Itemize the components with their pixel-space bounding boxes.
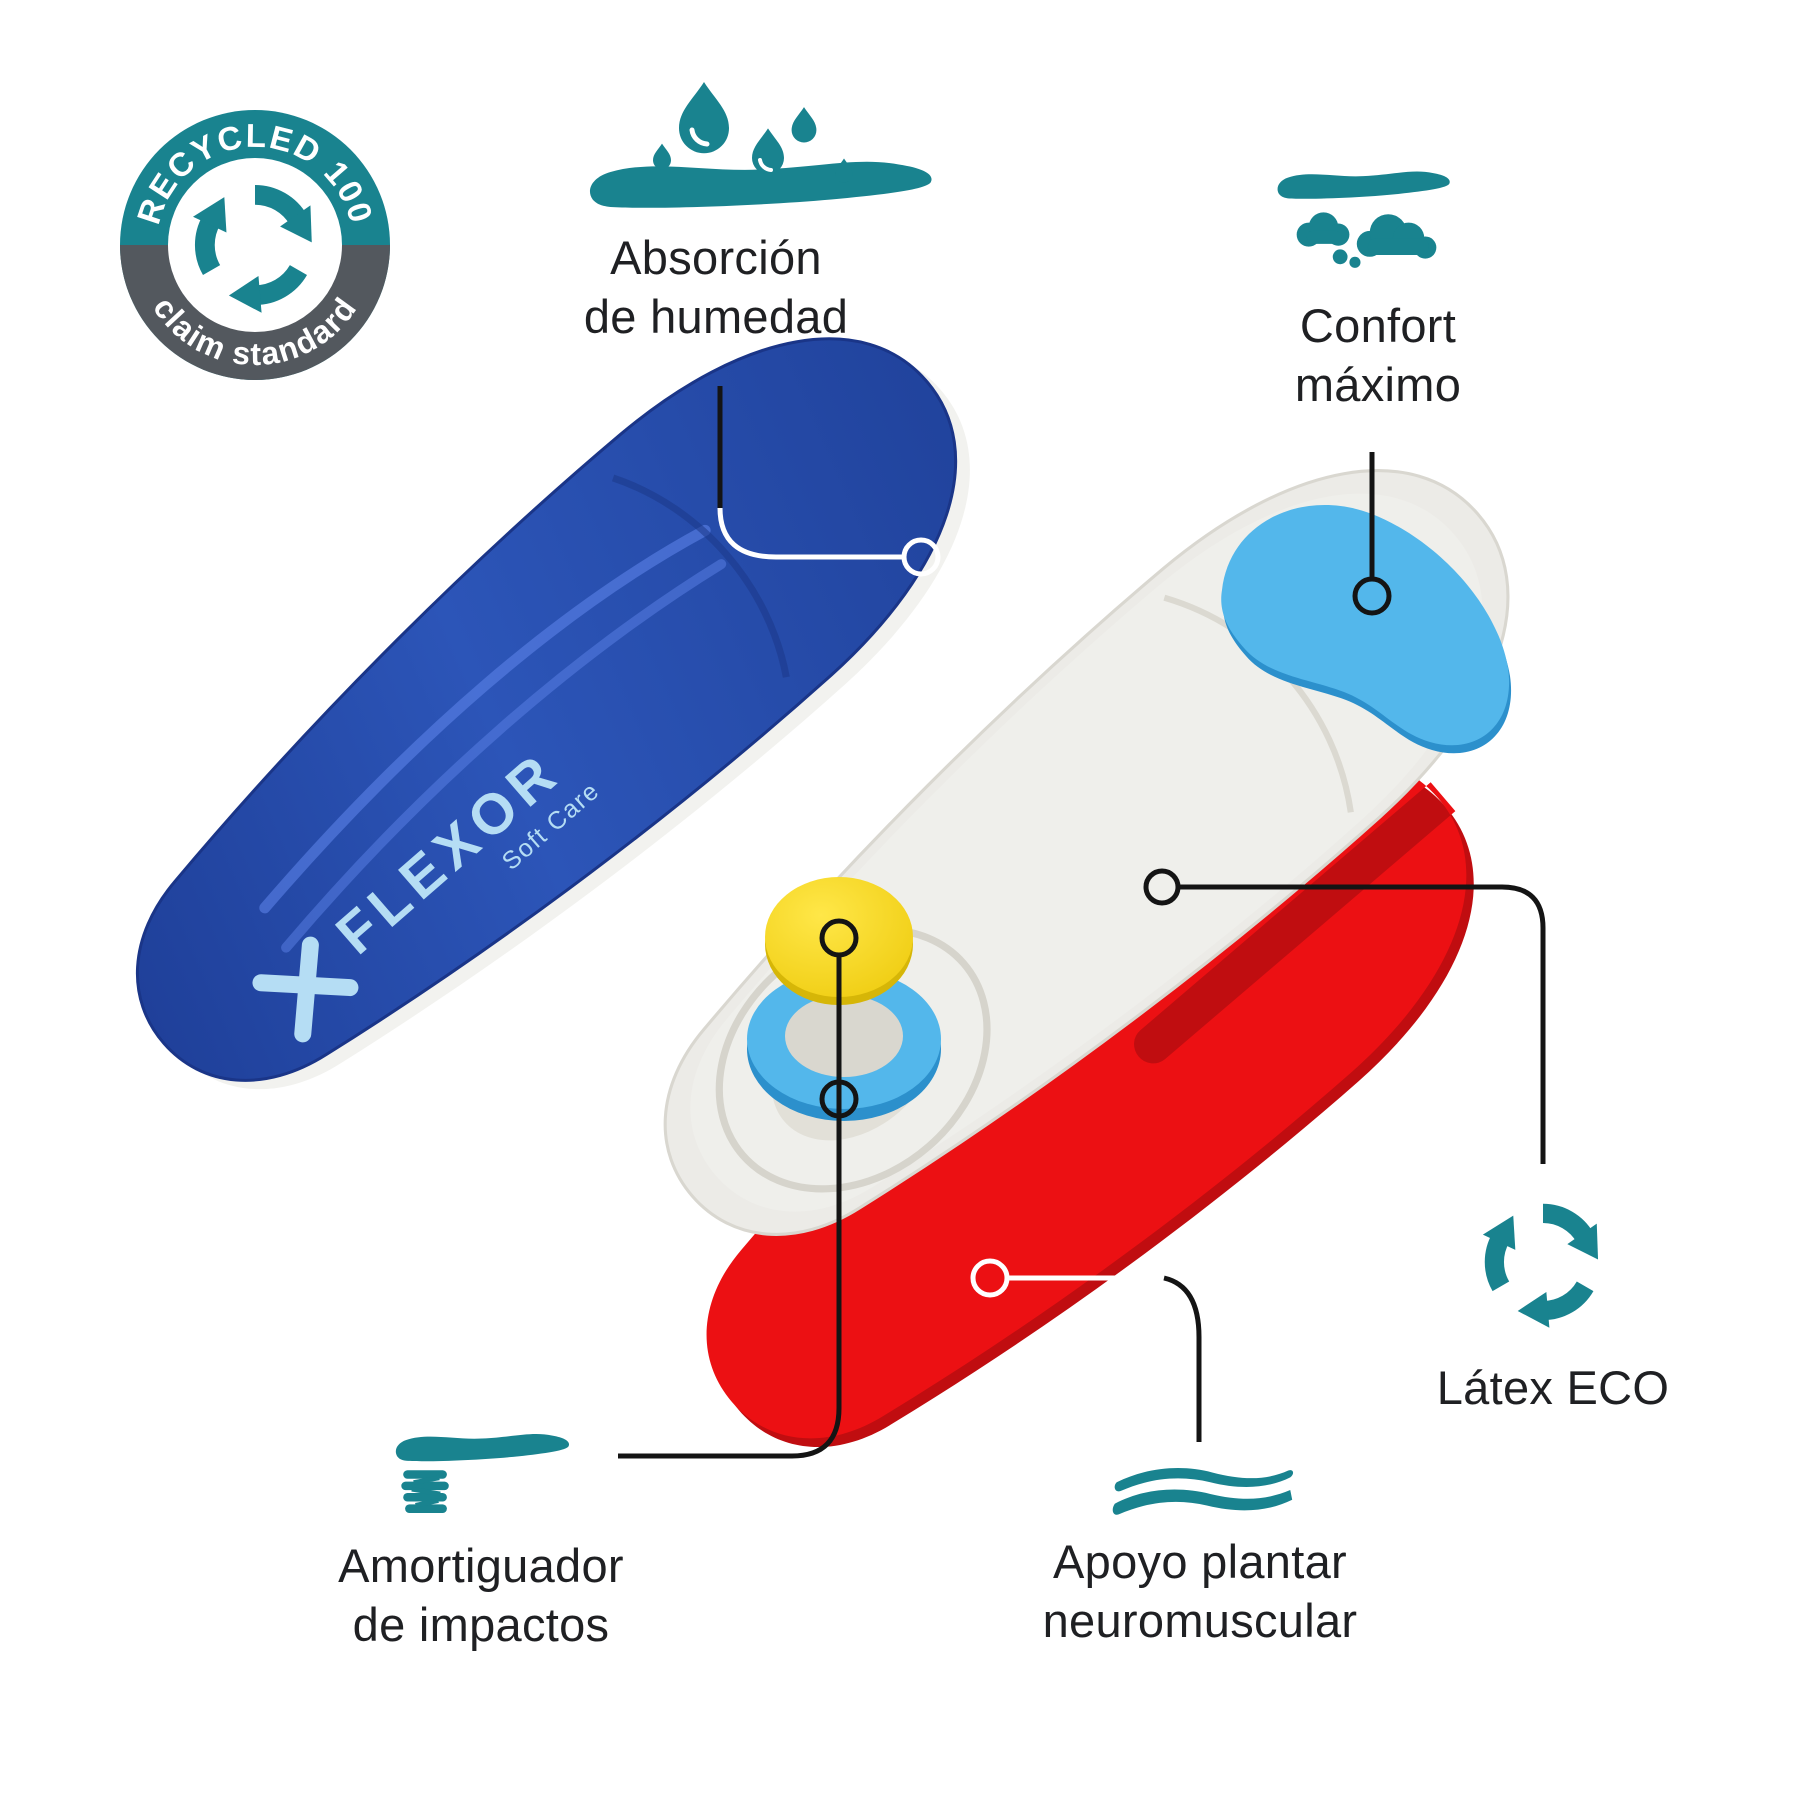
label-line: Absorción	[610, 231, 822, 284]
yellow-heel-disc	[765, 877, 913, 1005]
label-line: máximo	[1294, 358, 1462, 411]
label-amortiguador: Amortiguador de impactos	[338, 1536, 624, 1654]
recycle-icon	[1475, 1196, 1611, 1332]
logo-x-icon	[252, 936, 359, 1043]
water-drops-icon	[589, 82, 932, 208]
label-line: de impactos	[352, 1598, 610, 1651]
double-wave-icon	[1112, 1468, 1294, 1515]
blue-heel-ring	[747, 969, 941, 1121]
label-apoyo: Apoyo plantar neuromuscular	[1043, 1532, 1358, 1650]
label-line: neuromuscular	[1042, 1594, 1358, 1647]
insole-ridge	[281, 559, 727, 953]
blue-comfort-pad	[1221, 505, 1512, 754]
label-confort: Confort máximo	[1295, 296, 1461, 414]
callout-absorcion-line	[717, 386, 941, 577]
spring-cushion-icon	[395, 1433, 570, 1513]
callout-confort-line	[1352, 452, 1392, 616]
callout-amortiguador-line	[618, 918, 859, 1459]
label-line: Amortiguador	[338, 1539, 624, 1592]
label-line: de humedad	[583, 290, 849, 343]
cloud-comfort-icon	[1277, 171, 1450, 268]
label-latex: Látex ECO	[1437, 1358, 1670, 1417]
label-line: Látex ECO	[1436, 1361, 1670, 1414]
label-line: Confort	[1299, 299, 1457, 352]
blue-insole: FLEXOR Soft Care	[57, 258, 1046, 1174]
insole-ridge	[259, 524, 711, 914]
callout-apoyo-line	[970, 1258, 1202, 1442]
recycled-badge: RECYCLED 100 claim standard	[120, 110, 390, 380]
label-line: Apoyo plantar	[1053, 1535, 1347, 1588]
toe-crease	[611, 474, 790, 678]
label-absorcion: Absorción de humedad	[584, 228, 848, 346]
callout-latex-line	[1143, 868, 1546, 1164]
